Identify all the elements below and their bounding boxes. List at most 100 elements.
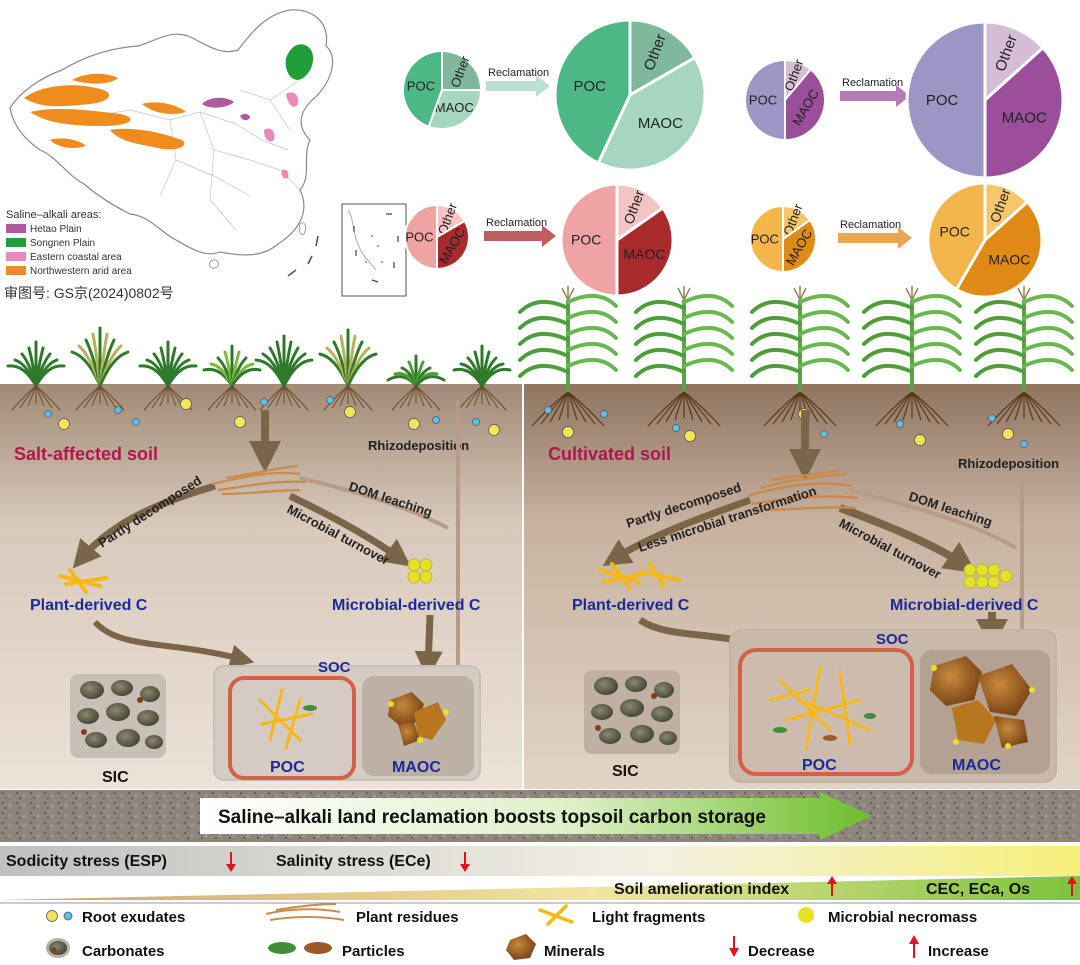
legend-microbial-necromass: Microbial necromass [828, 909, 977, 926]
pie-orange-big-maoc-slice [954, 199, 1044, 299]
root-exudate-yellow [408, 418, 420, 430]
right-arrow-residue-to-plantc [602, 496, 752, 566]
pie-purple-small-poc-label: POC [749, 92, 777, 107]
salinity-stress-label: Salinity stress (ECe) [276, 853, 431, 870]
reclamation-label-green: Reclamation [488, 67, 549, 79]
right-maoc-minerals [930, 656, 1035, 749]
root-exudate-blue [44, 410, 52, 418]
pie-purple-small-poc-slice [744, 58, 786, 142]
map-legend-title: Saline–alkali areas: [6, 209, 101, 221]
hainan-island [209, 259, 219, 269]
hetao-plain [202, 97, 250, 121]
plant-icon [386, 354, 446, 411]
plant-icon [70, 326, 130, 411]
china-map: Saline–alkali areas: Hetao Plain Songnen… [4, 9, 407, 301]
pie-green-big-maoc-label: MAOC [638, 115, 683, 132]
pie-purple-big-poc-label: POC [926, 92, 959, 109]
taiwan-island [298, 222, 307, 235]
map-legend-coastal: Eastern coastal area [30, 252, 122, 263]
legend-minerals-icon [506, 934, 536, 960]
right-arrow-residue-to-microbialc [838, 504, 977, 574]
root-exudate-yellow [562, 426, 574, 438]
pie-green-small-other-slice [441, 49, 483, 91]
legend-carbonates: Carbonates [82, 943, 165, 960]
left-maoc-minerals [388, 692, 449, 746]
root-exudate-blue [672, 424, 680, 432]
right-plant-c-label: Plant-derived C [572, 597, 690, 614]
left-sic-carbonates [77, 680, 163, 749]
left-light-fragments [58, 568, 108, 594]
amelioration-index-label: Soil amelioration index [614, 881, 789, 898]
reclamation-arrow-orange [838, 227, 912, 249]
pie-green-big-other-slice [628, 18, 698, 98]
pie-orange-small-poc-slice [749, 204, 784, 274]
legend-microbial-necromass-icon [798, 907, 814, 923]
map-legend-arid: Northwestern arid area [30, 266, 132, 277]
root-exudate-blue [988, 414, 996, 422]
pie-red-big-poc-slice [559, 182, 619, 298]
left-panel-title: Salt-affected soil [14, 444, 158, 464]
left-microbial-necromass [407, 558, 433, 584]
root-exudate-blue [600, 410, 608, 418]
china-outline [9, 9, 334, 256]
right-soc-label: SOC [876, 631, 909, 648]
right-poc-particles [773, 713, 876, 741]
pie-green-big-poc-slice [553, 18, 632, 165]
pie-purple-big-poc-slice [905, 20, 987, 180]
reclamation-arrow-red [484, 225, 556, 247]
root-exudate-yellow [914, 434, 926, 446]
right-microbial-c-label: Microbial-derived C [890, 597, 1039, 614]
left-arrow-plantc-to-poc [92, 619, 255, 668]
maize-plant-icon [634, 286, 734, 427]
legend-increase: Increase [928, 943, 989, 960]
legend-decrease: Decrease [748, 943, 815, 960]
pie-green-big-maoc-slice [596, 55, 707, 172]
right-panel-title: Cultivated soil [548, 444, 671, 464]
legend-root-exudate-blue [63, 911, 73, 921]
left-arrow-residue-to-plantc [72, 482, 216, 569]
legend-root-exudate-yellow [46, 910, 58, 922]
root-exudate-blue [260, 398, 268, 406]
root-exudates [44, 396, 1028, 448]
right-sic-carbonates [591, 676, 677, 745]
left-arrow-microbialc-to-maoc [414, 614, 443, 680]
legend-particles: Particles [342, 943, 405, 960]
pie-purple-big-maoc-label: MAOC [1002, 109, 1047, 126]
root-exudate-yellow [684, 430, 696, 442]
legend-swatch-hetao [6, 224, 26, 233]
plant-icon [6, 340, 66, 411]
plant-icon [318, 328, 378, 411]
right-arrow-dom-leaching [849, 488, 1018, 550]
pie-red-small-poc-label: POC [405, 229, 433, 244]
root-exudate-blue [1020, 440, 1028, 448]
root-exudate-blue [472, 418, 480, 426]
plant-icon [202, 344, 262, 411]
map-approval-number: 审图号: GS京(2024)0802号 [4, 285, 174, 301]
pie-green-small-maoc-slice [427, 89, 483, 130]
legend-root-exudates: Root exudates [82, 909, 185, 926]
legend-swatch-coastal [6, 252, 26, 261]
left-plant-residue [211, 464, 307, 496]
left-arrow-dom-leaching [299, 476, 449, 530]
legend-light-fragments-icon [538, 904, 574, 926]
root-exudate-blue [820, 430, 828, 438]
left-soc-label: SOC [318, 659, 351, 676]
south-china-sea-inset [341, 203, 407, 297]
songnen-plain [285, 44, 314, 80]
right-sic-label: SIC [612, 763, 639, 780]
left-sic-label: SIC [102, 769, 129, 786]
pie-red-big-poc-label: POC [571, 232, 601, 248]
dash-line-segments [287, 235, 319, 277]
plant-icon [138, 340, 198, 411]
maize-plant-icon [750, 286, 850, 427]
root-exudate-blue [132, 418, 140, 426]
plant-icon [452, 344, 512, 411]
pie-red-big-maoc-slice [615, 205, 675, 298]
root-exudate-blue [544, 406, 552, 414]
right-plant-residue [747, 468, 859, 512]
root-exudate-blue [114, 406, 122, 414]
reclamation-label-purple: Reclamation [842, 77, 903, 89]
root-exudate-yellow [488, 424, 500, 436]
